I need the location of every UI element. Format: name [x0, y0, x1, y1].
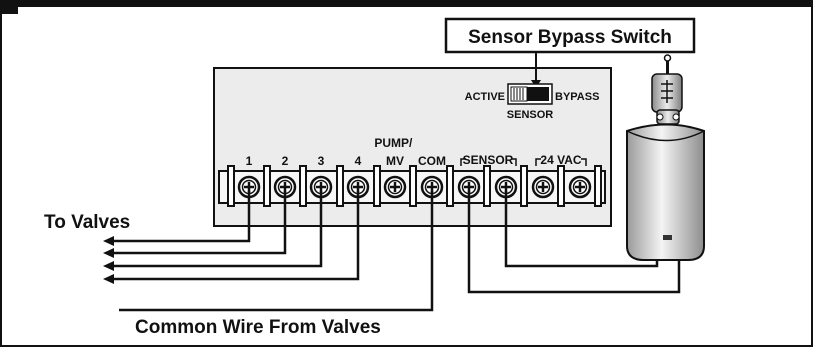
power-group-label: 24 VAC — [540, 153, 581, 167]
power-group-bracket — [535, 158, 587, 166]
wire-valve-1 — [112, 191, 251, 243]
wire-valve-2 — [112, 191, 287, 255]
wire-common — [119, 191, 434, 312]
top-band — [0, 0, 813, 7]
terminal-screw-3[interactable] — [309, 175, 333, 199]
switch-slider-grip — [513, 88, 524, 100]
wires — [112, 191, 681, 312]
sensor-indicator — [663, 235, 672, 240]
terminal-screw-10[interactable] — [568, 175, 592, 199]
sensor-group-bracket — [460, 158, 517, 166]
terminal-screw-5[interactable] — [383, 175, 407, 199]
switch-slider — [510, 86, 528, 102]
terminal-divider — [409, 165, 417, 207]
terminal-screw-1[interactable] — [237, 175, 261, 199]
terminal-label-4: 4 — [355, 154, 362, 168]
switch-dark-side — [527, 87, 549, 101]
terminal-divider — [557, 165, 565, 207]
terminal-label-pump-mv: PUMP/ MV — [374, 136, 415, 168]
terminal-divider — [227, 165, 235, 207]
terminal-label-com: COM — [418, 154, 446, 168]
sensor-body-collar — [626, 130, 705, 142]
sensor-group-label: SENSOR — [463, 153, 514, 167]
wire-sensor-b — [504, 191, 659, 268]
terminal-divider — [263, 165, 271, 207]
callout-box — [444, 17, 696, 54]
terminal-screw-4[interactable] — [346, 175, 370, 199]
sensor-body — [626, 123, 705, 261]
terminal-divider — [336, 165, 344, 207]
terminal-label-3: 3 — [318, 154, 325, 168]
terminal-strip — [218, 165, 606, 207]
arrowhead-1 — [103, 236, 114, 246]
callout-label: Sensor Bypass Switch — [468, 27, 672, 48]
sensor-antenna — [666, 58, 669, 74]
arrowhead-3 — [103, 261, 114, 271]
terminal-divider — [594, 165, 602, 207]
wire-sensor-a — [467, 191, 681, 294]
terminal-divider — [373, 165, 381, 207]
sensor-antenna-tip — [663, 54, 672, 62]
terminal-divider — [446, 165, 454, 207]
terminal-divider — [299, 165, 307, 207]
terminal-label-1: 1 — [246, 154, 253, 168]
sensor-screw-right — [672, 113, 680, 121]
rain-sensor-device — [626, 54, 705, 261]
wire-valve-3 — [112, 191, 323, 268]
terminal-divider — [483, 165, 491, 207]
common-wire-label: Common Wire From Valves — [135, 317, 381, 338]
switch-bypass-label: BYPASS — [555, 91, 599, 103]
terminal-divider — [520, 165, 528, 207]
to-valves-label: To Valves — [44, 212, 130, 233]
terminal-screw-9[interactable] — [531, 175, 555, 199]
switch-active-label: ACTIVE — [465, 91, 505, 103]
sensor-cap-fins — [661, 80, 673, 103]
wire-valve-4 — [112, 191, 360, 281]
valve-arrowheads — [103, 236, 114, 284]
switch-sensor-label: SENSOR — [507, 109, 554, 121]
corner-mark — [0, 0, 18, 14]
arrowhead-2 — [103, 248, 114, 258]
terminal-label-2: 2 — [282, 154, 289, 168]
sensor-screw-left — [656, 113, 664, 121]
arrowhead-4 — [103, 274, 114, 284]
